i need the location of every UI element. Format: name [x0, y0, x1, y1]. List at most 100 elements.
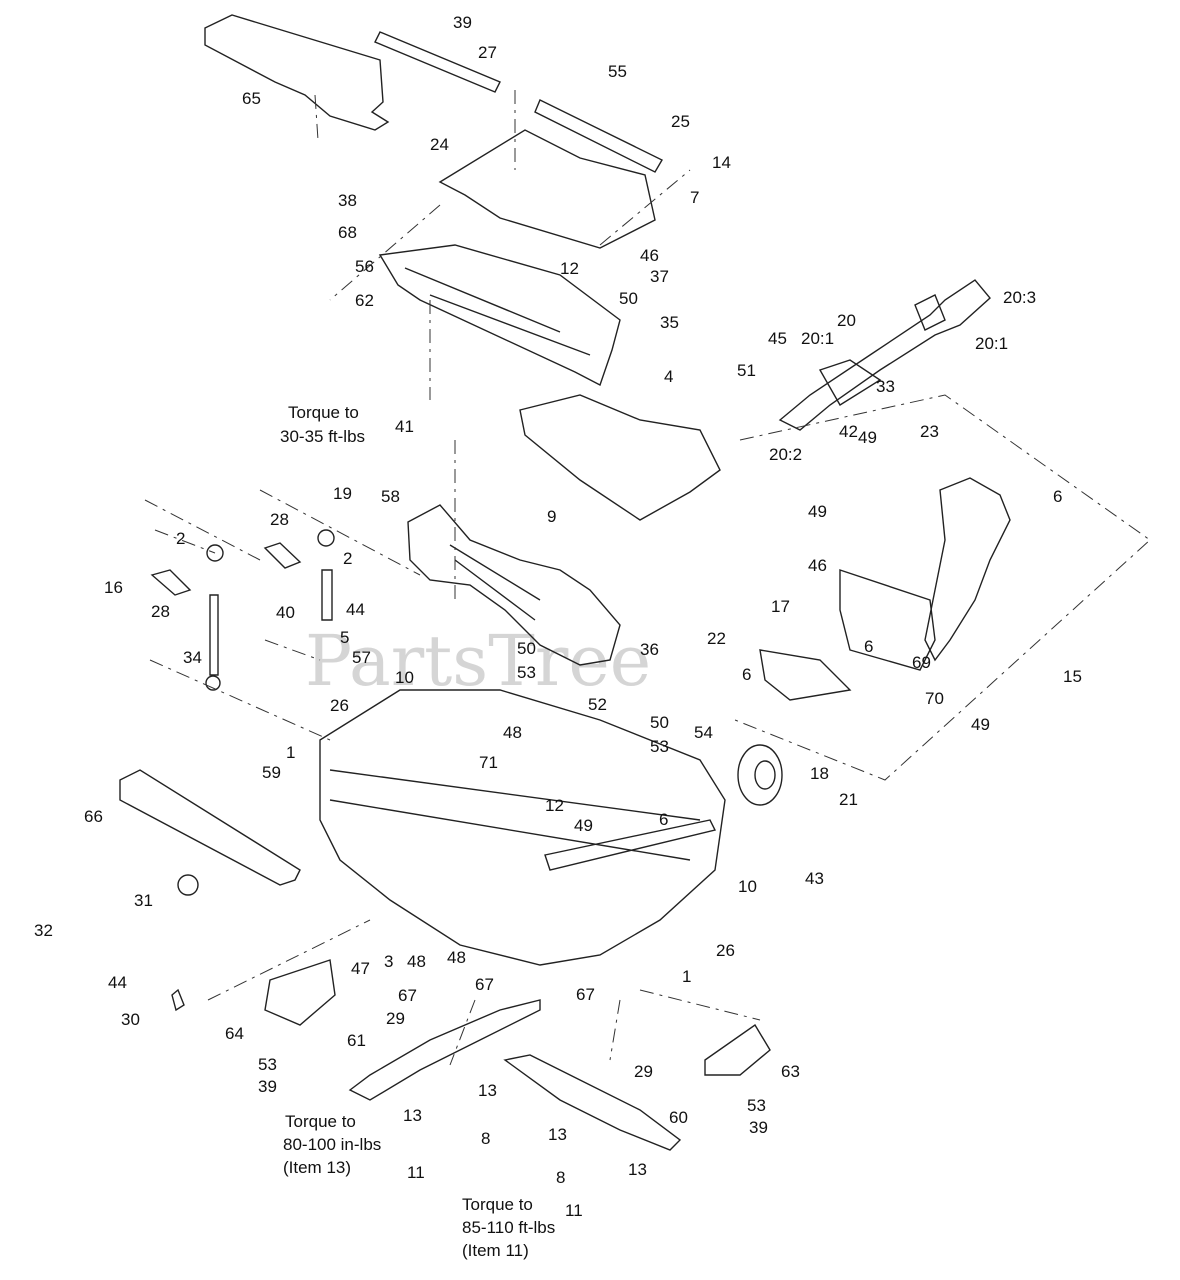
- callout-label: 13: [548, 1125, 567, 1144]
- callout-label: 8: [481, 1129, 490, 1148]
- callout-label: 9: [547, 507, 556, 526]
- part-24-plate: [438, 129, 656, 249]
- callout-label: 61: [347, 1031, 366, 1050]
- callout-label: 26: [716, 941, 735, 960]
- callout-label: 37: [650, 267, 669, 286]
- callout-label: 63: [781, 1062, 800, 1081]
- callout-label: 52: [588, 695, 607, 714]
- callout-label: 62: [355, 291, 374, 310]
- callout-label: 28: [151, 602, 170, 621]
- callout-label: 12: [545, 796, 564, 815]
- callout-label: 28: [270, 510, 289, 529]
- part-15-belt-cover: [734, 394, 1151, 781]
- callout-label: 10: [738, 877, 757, 896]
- part-66-bar: [119, 769, 301, 886]
- callout-label: 35: [660, 313, 679, 332]
- callout-label: 49: [858, 428, 877, 447]
- callout-label: 6: [742, 665, 751, 684]
- callout-label: 50: [650, 713, 669, 732]
- callout-label: 15: [1063, 667, 1082, 686]
- callout-label: 18: [810, 764, 829, 783]
- callout-label: 39: [749, 1118, 768, 1137]
- callout-label: 26: [330, 696, 349, 715]
- callout-label: 67: [576, 985, 595, 1004]
- callout-label: 42: [839, 422, 858, 441]
- callout-label: 48: [503, 723, 522, 742]
- callout-label: 38: [338, 191, 357, 210]
- callout-label: 48: [407, 952, 426, 971]
- callout-label: 13: [403, 1106, 422, 1125]
- assembly-lines: [144, 90, 761, 1066]
- callout-label: 53: [650, 737, 669, 756]
- callout-label: 24: [430, 135, 449, 154]
- callout-label: 44: [108, 973, 127, 992]
- callout-label: 31: [134, 891, 153, 910]
- callout-label: 7: [690, 188, 699, 207]
- callout-label: 29: [634, 1062, 653, 1081]
- callout-label: 6: [1053, 487, 1062, 506]
- callout-label: 36: [640, 640, 659, 659]
- callout-label: 3: [384, 952, 393, 971]
- callout-label: 64: [225, 1024, 244, 1043]
- callout-label: 22: [707, 629, 726, 648]
- callout-label: 40: [276, 603, 295, 622]
- callout-label: 53: [517, 663, 536, 682]
- callout-label: 6: [864, 637, 873, 656]
- callout-label: 50: [517, 639, 536, 658]
- part-18-gauge-wheel: [737, 744, 783, 806]
- part-17-bracket: [839, 569, 936, 671]
- callout-label: 49: [574, 816, 593, 835]
- callout-label: 67: [398, 986, 417, 1005]
- callout-label: 50: [619, 289, 638, 308]
- callout-label: 1: [682, 967, 691, 986]
- part-frame-mount: [519, 394, 721, 521]
- part-1-mower-deck: [319, 689, 726, 966]
- torque-note-line: (Item 13): [283, 1158, 351, 1177]
- callout-label: 10: [395, 668, 414, 687]
- callout-label: 67: [475, 975, 494, 994]
- callout-label: 4: [664, 367, 673, 386]
- callout-label: 20:1: [975, 334, 1008, 353]
- callout-label: 25: [671, 112, 690, 131]
- callout-label: 2: [176, 529, 185, 548]
- callout-label: 11: [407, 1163, 425, 1182]
- callout-label: 34: [183, 648, 202, 667]
- torque-note-bottom: Torque to 85-110 ft-lbs (Item 11): [462, 1195, 555, 1260]
- callout-label: 46: [808, 556, 827, 575]
- callout-label: 21: [839, 790, 858, 809]
- torque-note-top: Torque to 30-35 ft-lbs: [280, 403, 365, 446]
- callout-label: 20: [837, 311, 856, 330]
- callout-label: 45: [768, 329, 787, 348]
- part-27-rod: [374, 31, 501, 93]
- part-61-blade: [348, 999, 541, 1101]
- callout-label: 46: [640, 246, 659, 265]
- part-58-gearbox: [407, 504, 621, 666]
- part-60-blade: [503, 1054, 682, 1151]
- callout-label: 41: [395, 417, 414, 436]
- callout-label: 69: [912, 653, 931, 672]
- callout-label: 2: [343, 549, 352, 568]
- callout-label: 8: [556, 1168, 565, 1187]
- callout-label: 70: [925, 689, 944, 708]
- callout-label: 20:2: [769, 445, 802, 464]
- callout-label: 33: [876, 377, 895, 396]
- torque-note-line: 30-35 ft-lbs: [280, 427, 365, 446]
- torque-note-line: Torque to: [288, 403, 359, 422]
- callout-label: 20:3: [1003, 288, 1036, 307]
- part-22-bracket: [759, 649, 852, 701]
- part-25-rail: [534, 99, 663, 173]
- callout-label: 19: [333, 484, 352, 503]
- callout-label: 6: [659, 810, 668, 829]
- part-support-bracket: [378, 244, 621, 386]
- callout-label: 23: [920, 422, 939, 441]
- callout-label: 27: [478, 43, 497, 62]
- callout-label: 29: [386, 1009, 405, 1028]
- callout-label: 14: [712, 153, 731, 172]
- callout-labels: 39 27 65 55 25 24 14 7 38 68 46 37 56 12…: [34, 13, 1082, 1220]
- callout-label: 51: [737, 361, 756, 380]
- callout-label: 57: [352, 648, 371, 667]
- callout-label: 71: [479, 753, 498, 772]
- callout-label: 65: [242, 89, 261, 108]
